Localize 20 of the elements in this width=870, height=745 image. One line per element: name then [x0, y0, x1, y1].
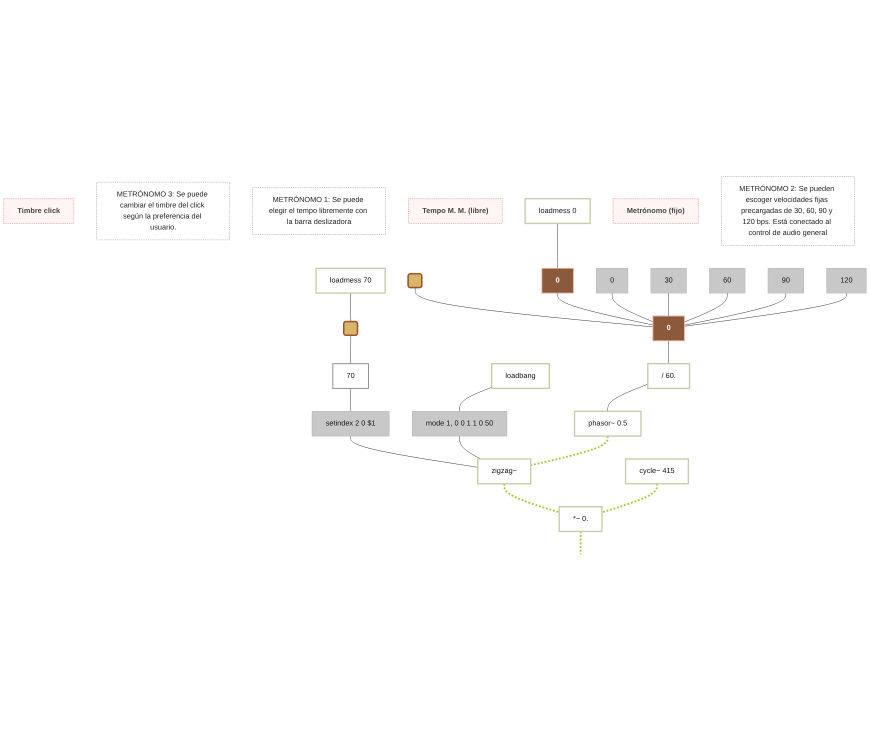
connector — [580, 532, 582, 554]
connector — [557, 223, 558, 269]
connector — [503, 484, 560, 514]
connector — [684, 292, 728, 322]
connector — [684, 292, 786, 326]
connector — [350, 436, 478, 468]
connector — [612, 292, 654, 322]
connector — [602, 484, 658, 514]
connector — [557, 292, 654, 326]
connector — [668, 340, 669, 364]
connector — [684, 292, 847, 327]
connector — [350, 388, 351, 412]
connector — [668, 292, 669, 316]
connector — [459, 436, 482, 460]
connector — [459, 387, 492, 412]
connector — [350, 335, 352, 364]
connector — [530, 436, 609, 466]
connector — [414, 288, 654, 328]
connector — [608, 384, 648, 412]
connector — [350, 292, 352, 322]
